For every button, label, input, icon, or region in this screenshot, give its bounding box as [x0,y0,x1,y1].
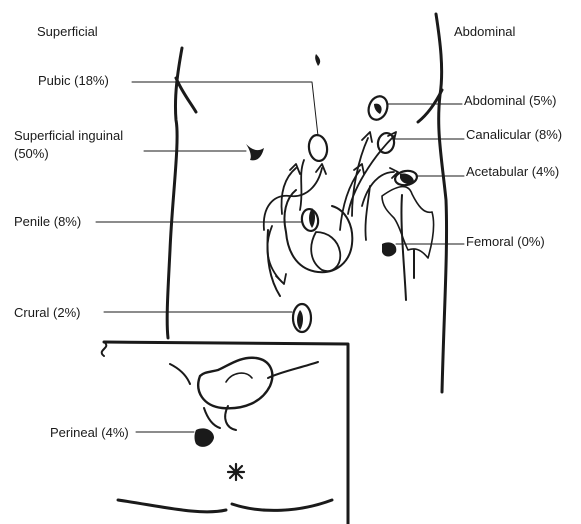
testis-pubic [307,134,328,162]
scrotum-stalk [268,362,318,378]
mark-top [315,54,320,66]
label-penile: Penile (8%) [14,214,81,230]
mark-crural [297,310,303,330]
label-abdominal: Abdominal (5%) [464,93,557,109]
mark-abdominal [374,104,382,114]
label-femoral: Femoral (0%) [466,234,545,250]
perineal-stalk [225,406,236,430]
testis-canalicular [376,132,395,154]
penis-outline [284,190,352,272]
left-hip-curve [176,78,196,112]
body-fold-mid [204,408,220,428]
migration-arrows [264,132,398,284]
mark-acetabular [400,173,414,184]
label-crural: Crural (2%) [14,305,80,321]
label-superficial-inguinal-percent: (50%) [14,146,49,162]
right-body-outline [436,14,447,392]
leader-lines [96,82,464,432]
perineal-box [104,342,348,524]
header-superficial: Superficial [37,24,98,40]
body-fold-left [170,364,190,384]
left-body-outline [167,48,182,338]
header-abdominal: Abdominal [454,24,515,40]
scrotum-outline [198,358,272,409]
leader-pubic [132,82,318,136]
solid-marks [195,54,415,447]
label-superficial-inguinal: Superficial inguinal [14,128,123,144]
mark-superficial-inguinal [246,144,264,160]
mark-femoral [382,242,396,256]
box-left-edge [102,342,107,356]
label-acetabular: Acetabular (4%) [466,164,559,180]
thigh-inner-right [401,195,406,300]
label-canalicular: Canalicular (8%) [466,127,562,143]
buttock-curve-left [118,500,226,512]
label-perineal: Perineal (4%) [50,425,129,441]
penis-tip [311,232,340,271]
scrotum-inner [226,373,252,382]
label-pubic: Pubic (18%) [38,73,109,89]
buttock-curve-right [232,500,332,510]
anus-star [228,464,244,480]
mark-perineal [195,428,215,446]
